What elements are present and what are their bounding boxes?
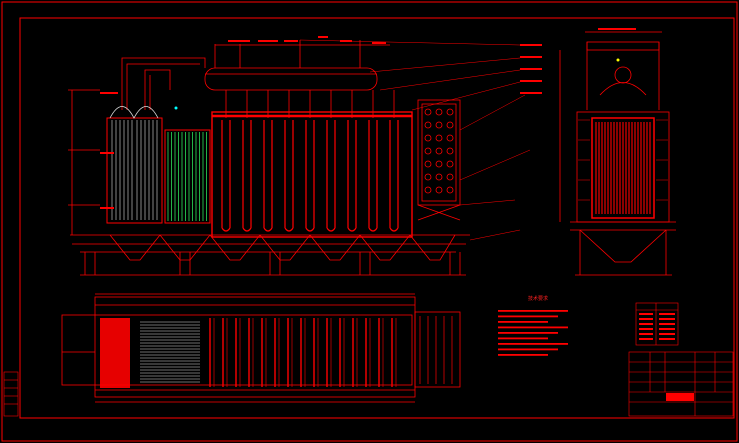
water-wall-tube [389, 120, 399, 232]
note-line [498, 310, 568, 312]
dimension-label [284, 40, 298, 42]
water-wall-tube [305, 120, 315, 232]
note-line [498, 348, 558, 351]
param-value [659, 333, 675, 335]
preheater-tube [446, 121, 454, 129]
inner-frame [19, 17, 735, 419]
preheater-tube [446, 147, 454, 155]
water-wall-tube [263, 120, 273, 232]
preheater-tube [446, 186, 454, 194]
dimension-label [100, 207, 114, 209]
air-preheater [417, 99, 461, 221]
param-value [659, 338, 675, 340]
economizer-tube-bank [106, 106, 163, 224]
param-value [659, 313, 675, 315]
dimension-label [520, 44, 542, 46]
parameter-table [635, 302, 679, 346]
dimension-label [258, 40, 278, 42]
dimension-label [340, 40, 352, 42]
callout-leaders [299, 39, 531, 241]
param-name [639, 328, 653, 330]
plan-view-red-block [100, 318, 130, 388]
param-value [659, 318, 675, 320]
cyan-marker [174, 106, 178, 110]
preheater-tube [435, 173, 443, 181]
param-name [639, 333, 653, 335]
water-wall-tube [242, 120, 252, 232]
side-view-wall-tubes [595, 122, 651, 214]
water-wall-tube [284, 120, 294, 232]
water-wall-tube [221, 120, 231, 232]
revision-strip [3, 371, 19, 417]
side-elevation-view [559, 31, 676, 276]
plan-view [61, 293, 461, 403]
note-line [498, 326, 568, 329]
title-block-filled-cell [666, 393, 694, 401]
preheater-tube [435, 121, 443, 129]
preheater-tube [424, 121, 432, 129]
note-line [498, 315, 558, 318]
furnace-water-wall-tubes [211, 90, 413, 238]
dimension-label [520, 56, 542, 58]
note-line [498, 332, 558, 334]
note-line [498, 321, 548, 323]
dimension-label [520, 92, 542, 94]
preheater-tube [435, 186, 443, 194]
dimension-label [100, 92, 118, 94]
dimension-label [100, 152, 114, 154]
dimension-label [228, 40, 250, 42]
preheater-tube [446, 108, 454, 116]
yellow-marker [616, 58, 620, 62]
note-line [498, 343, 568, 345]
preheater-tube [424, 173, 432, 181]
dimension-label [598, 28, 620, 30]
title-block [628, 351, 734, 417]
notes-heading: 技术要求 [528, 295, 548, 302]
water-wall-tube [326, 120, 336, 232]
preheater-tube [424, 134, 432, 142]
plan-view-tube-rows [209, 316, 453, 387]
preheater-tube [435, 134, 443, 142]
preheater-tube [446, 173, 454, 181]
plan-view-header-tubes [140, 321, 200, 383]
preheater-tube [424, 108, 432, 116]
dimension-label [520, 68, 542, 70]
preheater-tube [435, 108, 443, 116]
param-name [639, 338, 653, 340]
dimension-label [372, 42, 386, 44]
note-line [498, 354, 548, 356]
dimension-label [520, 80, 542, 82]
preheater-tube [424, 186, 432, 194]
preheater-tube [435, 160, 443, 168]
note-line [498, 337, 548, 340]
param-name [639, 313, 653, 315]
dimension-label [318, 36, 328, 38]
side-view-casing-hatch [578, 119, 668, 201]
superheater-tube-bank [164, 129, 211, 224]
preheater-tube [446, 134, 454, 142]
water-wall-tube [347, 120, 357, 232]
preheater-tube [446, 160, 454, 168]
preheater-tube [435, 147, 443, 155]
param-name [639, 318, 653, 320]
param-value [659, 323, 675, 325]
dimension-labels [100, 28, 636, 209]
dimension-label [620, 28, 636, 30]
technical-notes: 技术要求 [498, 295, 568, 356]
param-name [639, 323, 653, 325]
water-wall-tube [368, 120, 378, 232]
preheater-tube [424, 147, 432, 155]
preheater-tube [424, 160, 432, 168]
param-value [659, 328, 675, 330]
front-elevation-view [68, 40, 470, 276]
